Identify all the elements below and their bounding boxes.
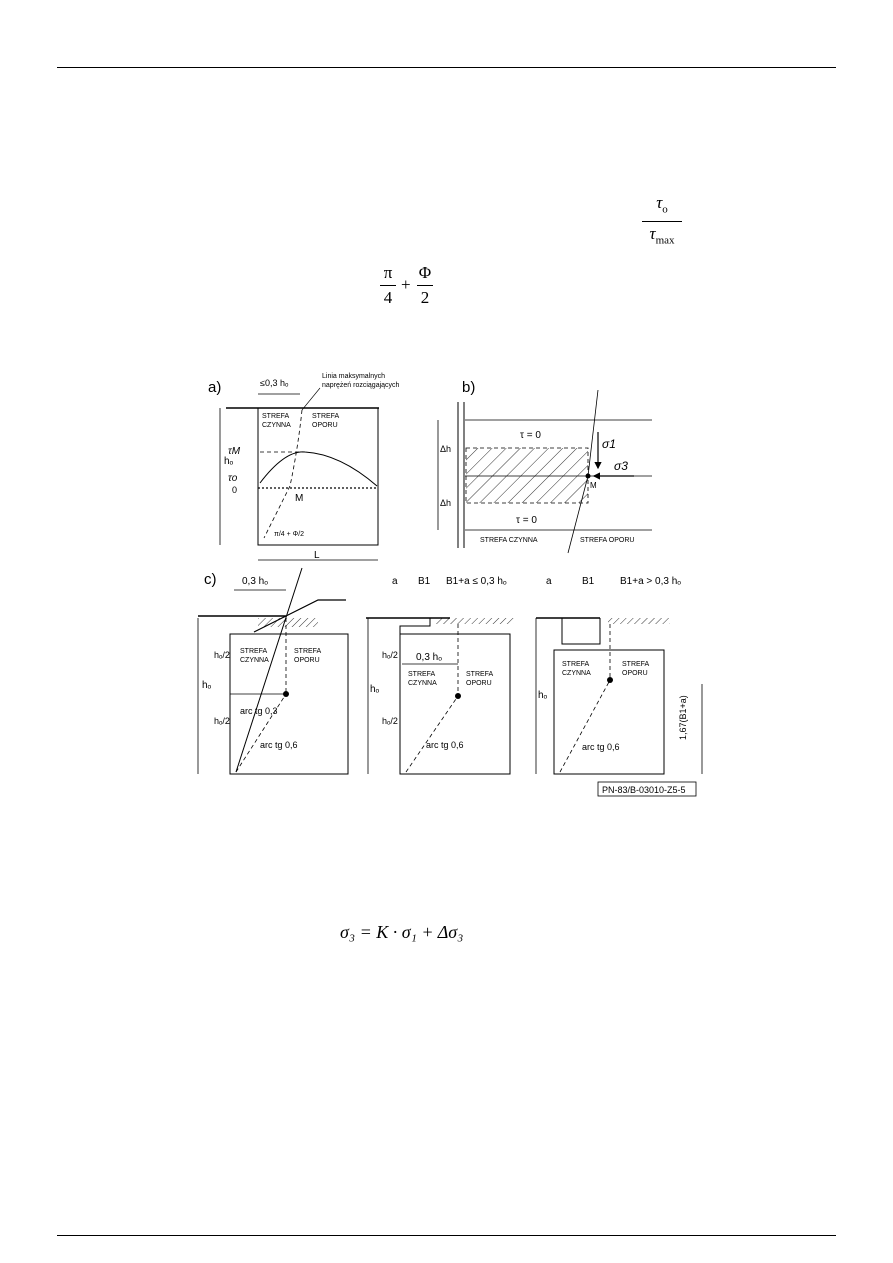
earth-pressure-figure: a) ≤0,3 hₒ Linia maksymalnych naprężeń r… <box>197 373 703 797</box>
panel-a-point-m: M <box>295 493 303 504</box>
svg-text:OPORU: OPORU <box>294 657 320 664</box>
panel-a-ho: hₒ <box>224 456 234 467</box>
panel-b: b) Δh Δh τ = 0 τ = 0 σ1 σ3 M STREFA CZYN… <box>437 379 652 554</box>
svg-text:a: a <box>392 576 398 587</box>
svg-text:arc tg 0,6: arc tg 0,6 <box>426 740 464 750</box>
panel-a-zone-active: STREFA <box>262 413 290 420</box>
svg-text:B1: B1 <box>582 576 595 587</box>
panel-a-tau-m: τM <box>228 446 241 457</box>
panel-a-note-2: naprężeń rozciągających <box>322 382 400 389</box>
panel-a-wall-box <box>257 407 379 546</box>
figure-source: PN-83/B-03010-Z5-5 <box>602 785 686 795</box>
c3-condition: B1+a > 0,3 hₒ <box>620 576 681 587</box>
svg-text:hₒ/2: hₒ/2 <box>382 716 398 726</box>
panel-a: a) ≤0,3 hₒ Linia maksymalnych naprężeń r… <box>208 373 400 561</box>
svg-text:hₒ/2: hₒ/2 <box>214 716 230 726</box>
panel-a-length: L <box>314 550 320 561</box>
svg-text:a: a <box>546 576 552 587</box>
c2-condition: B1+a ≤ 0,3 hₒ <box>446 576 507 587</box>
panel-c2: a B1 B1+a ≤ 0,3 hₒ hₒ/2 hₒ hₒ/2 0,3 hₒ S… <box>366 576 514 775</box>
svg-text:STREFA: STREFA <box>294 648 322 655</box>
panel-c-label: c) <box>204 571 217 588</box>
svg-text:STREFA: STREFA <box>622 661 650 668</box>
svg-text:hₒ: hₒ <box>538 690 548 701</box>
panel-c: c) 0,3 hₒ hₒ/2 hₒ hₒ/2 STREFA CZYNNA STR… <box>197 567 703 797</box>
svg-text:STREFA: STREFA <box>408 671 436 678</box>
panel-b-sigma3: σ3 <box>614 459 628 473</box>
figure-source-box <box>597 781 697 797</box>
svg-text:STREFA: STREFA <box>466 671 494 678</box>
svg-text:STREFA: STREFA <box>240 648 268 655</box>
c1-ho: hₒ <box>202 680 212 691</box>
panel-a-dim-top: ≤0,3 hₒ <box>260 378 289 388</box>
panel-b-label: b) <box>462 379 475 396</box>
panel-a-label: a) <box>208 379 221 396</box>
panel-b-zone-active: STREFA CZYNNA <box>480 537 538 544</box>
bottom-rule <box>57 1235 836 1236</box>
svg-text:CZYNNA: CZYNNA <box>240 657 269 664</box>
panel-c1: 0,3 hₒ hₒ/2 hₒ hₒ/2 STREFA CZYNNA STREFA… <box>197 567 349 775</box>
svg-text:0,3 hₒ: 0,3 hₒ <box>416 652 442 663</box>
svg-text:hₒ/2: hₒ/2 <box>214 650 230 660</box>
panel-a-zero: 0 <box>232 485 237 495</box>
panel-a-angle: π/4 + Φ/2 <box>274 531 304 538</box>
angle-formula: π 4 + Φ 2 <box>380 263 450 313</box>
svg-text:hₒ: hₒ <box>370 684 380 695</box>
svg-text:OPORU: OPORU <box>312 422 338 429</box>
panel-b-hatched-zone <box>465 447 589 504</box>
svg-text:B1: B1 <box>418 576 431 587</box>
panel-b-dh-top: Δh <box>440 444 451 454</box>
panel-b-tau-top: τ = 0 <box>520 430 541 441</box>
panel-a-tau-o: τo <box>228 473 238 484</box>
c3-vertical-dim: 1,67(B1+a) <box>678 695 688 740</box>
svg-text:STREFA: STREFA <box>562 661 590 668</box>
panel-a-note-1: Linia maksymalnych <box>322 373 385 380</box>
panel-b-point-m: M <box>590 481 597 490</box>
panel-b-zone-resist: STREFA OPORU <box>580 537 634 544</box>
svg-text:CZYNNA: CZYNNA <box>262 422 291 429</box>
svg-text:OPORU: OPORU <box>622 670 648 677</box>
svg-text:hₒ/2: hₒ/2 <box>382 650 398 660</box>
panel-b-sigma1: σ1 <box>602 437 616 451</box>
panel-b-dh-bottom: Δh <box>440 498 451 508</box>
svg-text:CZYNNA: CZYNNA <box>408 680 437 687</box>
top-rule <box>57 67 836 68</box>
svg-text:arc tg 0,6: arc tg 0,6 <box>582 742 620 752</box>
panel-b-tau-bottom: τ = 0 <box>516 515 537 526</box>
svg-text:CZYNNA: CZYNNA <box>562 670 591 677</box>
svg-text:OPORU: OPORU <box>466 680 492 687</box>
c1-arc2: arc tg 0,6 <box>260 740 298 750</box>
tau-ratio-formula: τo τmax <box>642 193 682 251</box>
c1-arc1: arc tg 0,3 <box>240 706 278 716</box>
panel-a-zone-resist: STREFA <box>312 413 340 420</box>
panel-c3: a B1 B1+a > 0,3 hₒ hₒ STREFA CZYNNA STRE… <box>535 576 703 775</box>
sigma-equation: σ₃ = K · σ₁ + Δσ₃ <box>340 922 464 942</box>
c1-dim-top: 0,3 hₒ <box>242 576 268 587</box>
